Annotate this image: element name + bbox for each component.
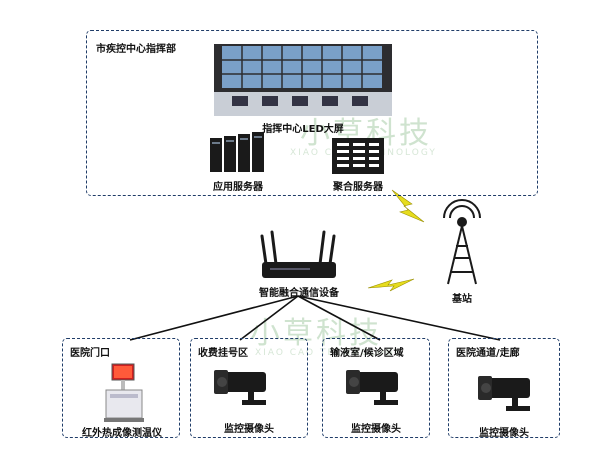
site-title-2: 收费挂号区 [198,348,248,359]
connection-lines [129,295,501,341]
security-camera-icon [214,370,266,405]
base-station-label: 基站 [452,294,472,305]
led-screen-icon [214,44,392,116]
watermark: 小草科技 [250,316,382,351]
hq-frame [86,30,538,196]
gateway-label: 智能融合通信设备 [259,288,339,299]
hq-title: 市疾控中心指挥部 [96,44,176,55]
led-screen-label: 指挥中心LED大屏 [262,124,344,135]
agg-server-label: 聚合服务器 [333,182,383,193]
site-title-4: 医院通道/走廊 [456,348,520,359]
app-server-icon [210,132,264,172]
gateway-router-icon [260,230,336,278]
site-frame-4 [448,338,560,438]
site-device-label-3: 监控摄像头 [351,424,401,435]
agg-server-icon [332,138,384,174]
link-site-2 [239,295,299,341]
site-device-label-4: 监控摄像头 [479,428,529,439]
thermal-camera-icon [104,363,144,422]
security-camera-icon [478,376,530,411]
link-site-3 [297,295,381,341]
security-camera-icon [346,370,398,405]
site-frame-3 [322,338,430,438]
site-device-label-2: 监控摄像头 [224,424,274,435]
wireless-lightning-icon [391,189,425,223]
site-device-label-1: 红外热成像测温仪 [82,428,162,439]
cell-tower-icon [443,199,481,285]
app-server-label: 应用服务器 [213,182,263,193]
watermark: XIAO CAO TECHNOLOGY [255,348,402,358]
wireless-lightning-icon [367,278,415,292]
site-frame-2 [190,338,308,438]
site-title-3: 输液室/候诊区域 [330,348,404,359]
link-site-1 [129,295,299,341]
site-title-1: 医院门口 [70,348,110,359]
site-frame-1 [62,338,180,438]
link-site-4 [297,295,501,341]
